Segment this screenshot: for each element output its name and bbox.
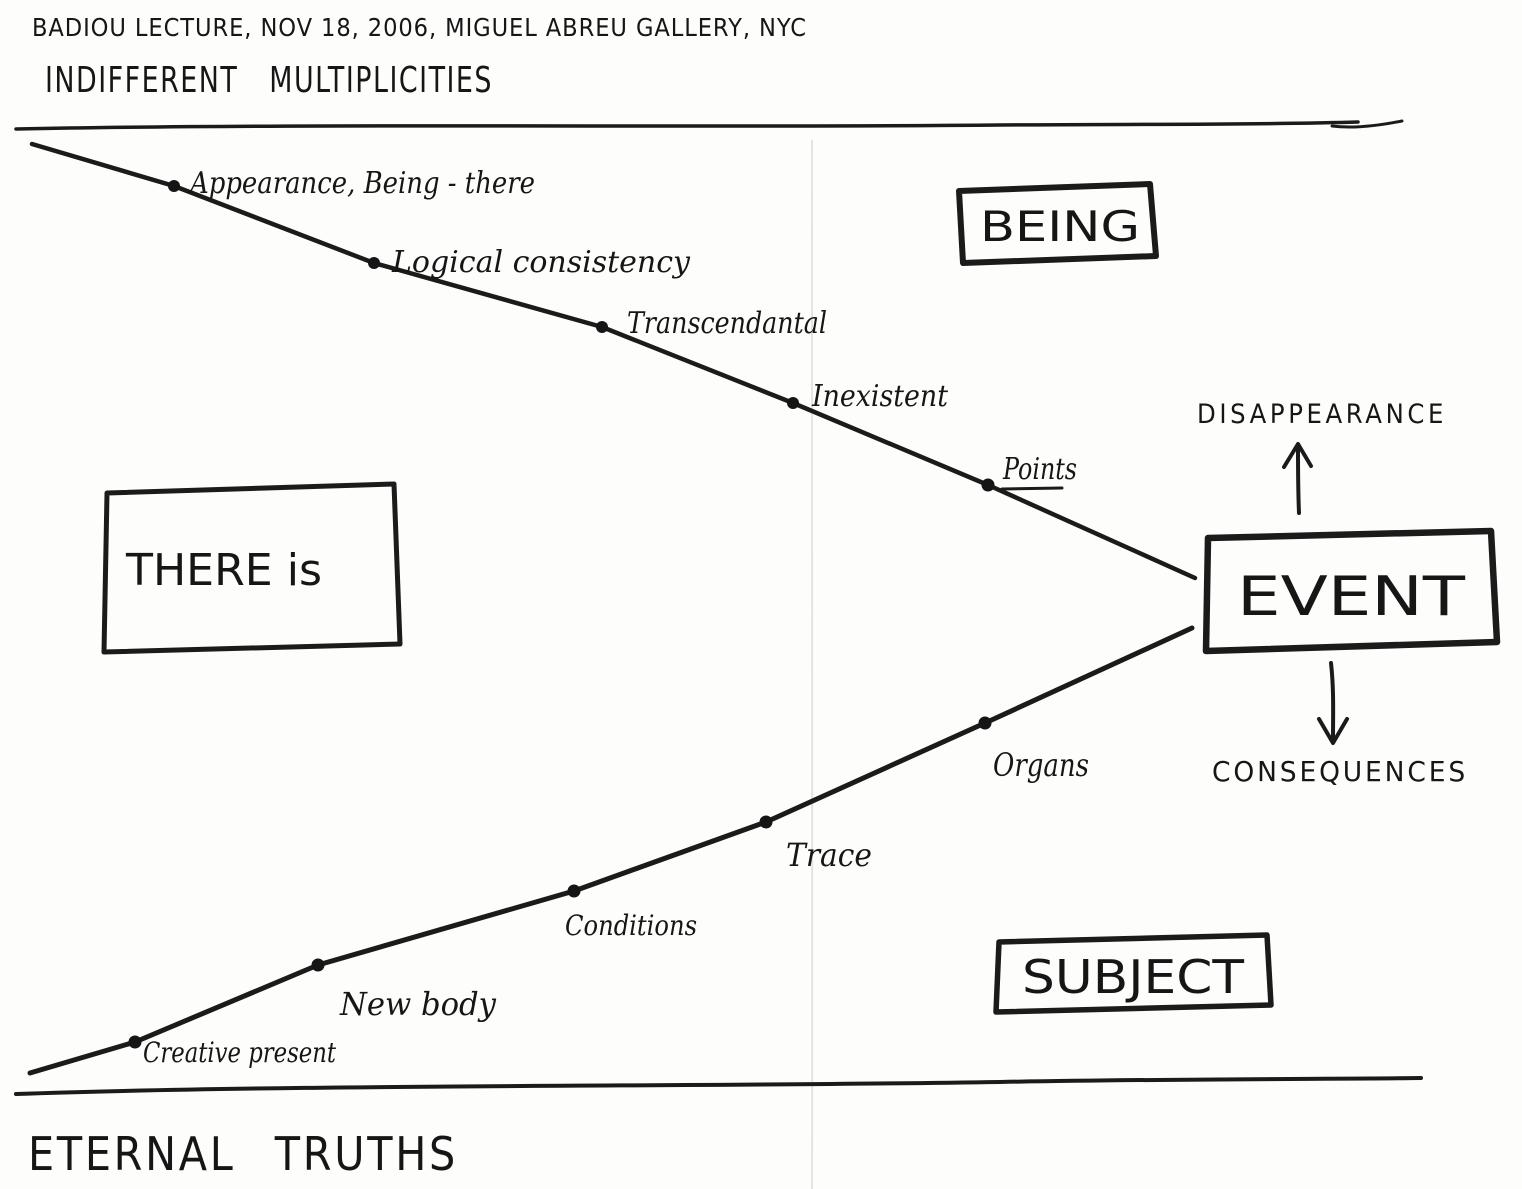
top-border-line bbox=[14, 120, 1360, 131]
label-trace: Trace bbox=[786, 836, 872, 874]
point-points bbox=[981, 478, 995, 492]
disappearance-arrow bbox=[1296, 445, 1301, 515]
subject-box-label: SUBJECT bbox=[1022, 950, 1245, 1004]
point-organs bbox=[978, 716, 992, 730]
consequences-arrowhead-icon bbox=[1317, 717, 1349, 745]
there-is-box-label: THERE is bbox=[125, 545, 322, 596]
bottom-border-line bbox=[14, 1076, 1423, 1096]
point-transcendantal bbox=[596, 321, 608, 333]
subject-line bbox=[27, 625, 1195, 1076]
top-border-line-overstroke bbox=[1330, 119, 1404, 129]
label-appearance: Appearance, Being - there bbox=[187, 166, 535, 201]
eternal-truths-footer: ETERNAL TRUTHS bbox=[28, 1127, 458, 1181]
subject-box bbox=[993, 932, 1274, 1015]
diagram-title: INDIFFERENT MULTIPLICITIES bbox=[45, 60, 493, 101]
consequences-arrow bbox=[1329, 661, 1336, 742]
label-conditions: Conditions bbox=[565, 909, 697, 942]
paper-fold-line bbox=[810, 139, 814, 1189]
point-conditions bbox=[567, 884, 581, 898]
there-is-box bbox=[101, 481, 403, 655]
label-transcendantal: Transcendantal bbox=[627, 306, 827, 341]
label-organs: Organs bbox=[993, 746, 1089, 784]
point-inexistent bbox=[787, 397, 799, 409]
point-creative-present bbox=[128, 1035, 142, 1049]
event-box bbox=[1202, 527, 1501, 655]
label-points: Points bbox=[1002, 452, 1077, 487]
label-logical-consistency: Logical consistency bbox=[391, 245, 691, 280]
event-box-label: EVENT bbox=[1237, 565, 1466, 628]
label-inexistent: Inexistent bbox=[811, 379, 949, 414]
points-underline bbox=[1000, 486, 1064, 491]
point-logical-consistency bbox=[368, 257, 380, 269]
point-trace bbox=[759, 815, 773, 829]
disappearance-arrowhead-icon bbox=[1282, 442, 1313, 469]
disappearance-label: DISAPPEARANCE bbox=[1197, 399, 1447, 430]
lecture-header: BADIOU LECTURE, NOV 18, 2006, MIGUEL ABR… bbox=[32, 13, 807, 42]
being-box bbox=[956, 181, 1159, 266]
consequences-label: CONSEQUENCES bbox=[1212, 755, 1468, 788]
point-appearance bbox=[168, 180, 180, 192]
label-creative-present: Creative present bbox=[143, 1036, 337, 1069]
being-box-label: BEING bbox=[980, 202, 1140, 251]
label-new-body: New body bbox=[339, 985, 497, 1023]
point-new-body bbox=[311, 958, 325, 972]
